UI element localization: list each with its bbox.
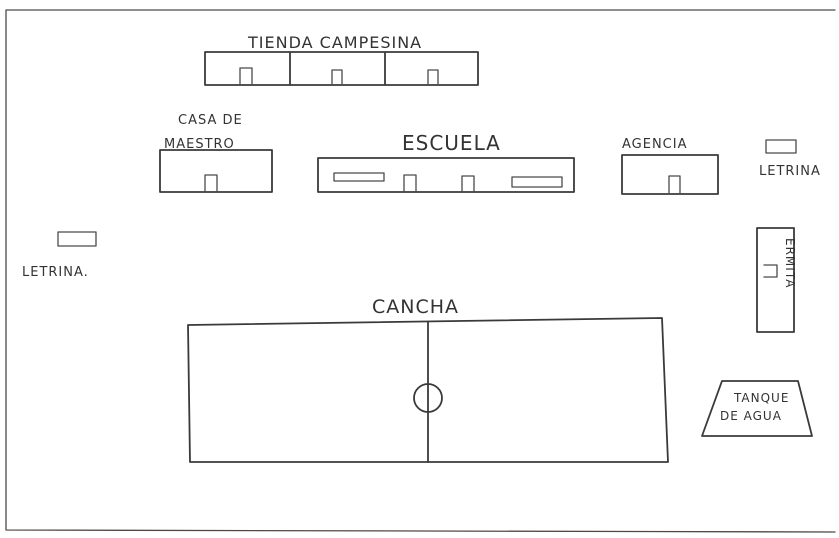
cancha-court	[187, 317, 669, 463]
cancha-label: CANCHA	[372, 296, 459, 318]
paper-border	[5, 9, 836, 533]
casa-de-maestro-label-line2: MAESTRO	[164, 137, 235, 152]
casa-de-maestro-label-line1: CASA DE	[178, 113, 243, 128]
cancha-center-circle	[413, 383, 443, 413]
casa-de-maestro-building	[159, 149, 273, 193]
door-icon	[331, 69, 343, 86]
tanque-de-agua-label-line1: TANQUE	[733, 391, 789, 405]
ermita-label: ERMITA	[783, 238, 797, 288]
door-icon	[427, 69, 439, 86]
window-icon	[333, 172, 385, 182]
escuela-building	[317, 157, 575, 193]
door-icon	[204, 174, 218, 193]
ermita-building	[756, 227, 795, 333]
door-icon	[461, 175, 475, 193]
agencia-building	[621, 154, 719, 195]
letrina-right-label: LETRINA	[759, 164, 821, 179]
agencia-label: AGENCIA	[622, 137, 687, 152]
tienda-campesina-building	[204, 51, 479, 86]
tienda-campesina-label: TIENDA CAMPESINA	[247, 33, 422, 52]
tanque-de-agua-shape	[701, 380, 813, 437]
door-icon	[239, 67, 253, 86]
window-icon	[511, 176, 563, 188]
door-icon	[668, 175, 681, 195]
letrina-left-label: LETRINA.	[22, 265, 89, 280]
tanque-de-agua-label-line2: DE AGUA	[720, 409, 782, 423]
escuela-label: ESCUELA	[402, 131, 501, 155]
letrina-right-icon	[765, 139, 797, 154]
door-icon	[403, 174, 417, 193]
door-icon	[763, 264, 778, 278]
letrina-left-icon	[57, 231, 97, 247]
